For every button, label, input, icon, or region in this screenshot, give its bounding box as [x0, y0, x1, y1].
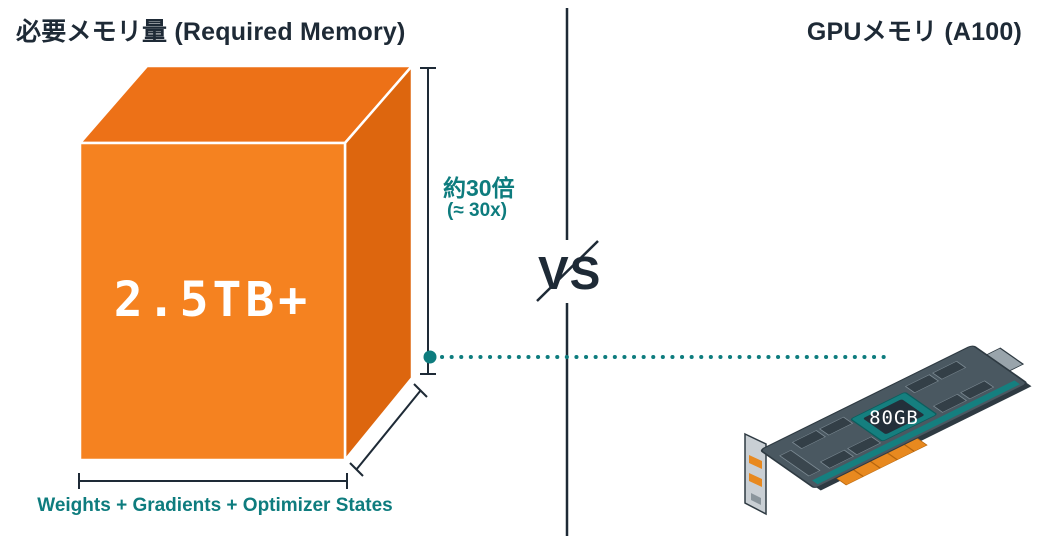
left-title: 必要メモリ量 (Required Memory)	[16, 18, 406, 46]
gpu-vrm	[779, 449, 821, 477]
gpu-die-core	[863, 399, 924, 434]
vs-slash	[536, 240, 599, 302]
gpu-port-icon	[751, 493, 761, 505]
memory-value-label: 2.5TB+	[113, 272, 312, 328]
vs-label: VS	[538, 247, 602, 299]
height-measure-bracket	[420, 67, 436, 375]
memory-cube	[78, 64, 414, 462]
comparison-dot	[423, 350, 437, 364]
gpu-io-bracket	[744, 432, 767, 516]
width-measure-bracket	[78, 473, 348, 489]
multiplier-label: 約30倍	[443, 175, 515, 201]
components-label: Weights + Gradients + Optimizer States	[37, 495, 393, 516]
cube-front-face	[78, 141, 347, 462]
depth-measure-bracket	[349, 383, 428, 477]
gpu-memory-label: 80GB	[869, 407, 919, 429]
gpu-port-icon	[749, 473, 762, 487]
gpu-port-icon	[749, 455, 762, 469]
right-title: GPUメモリ (A100)	[806, 18, 1022, 46]
multiplier-sub-label: (≈ 30x)	[447, 200, 508, 221]
gpu-card-illustration	[744, 345, 1032, 516]
gpu-heatsink-strip	[812, 380, 1020, 485]
gpu-memory-chips	[791, 360, 995, 469]
